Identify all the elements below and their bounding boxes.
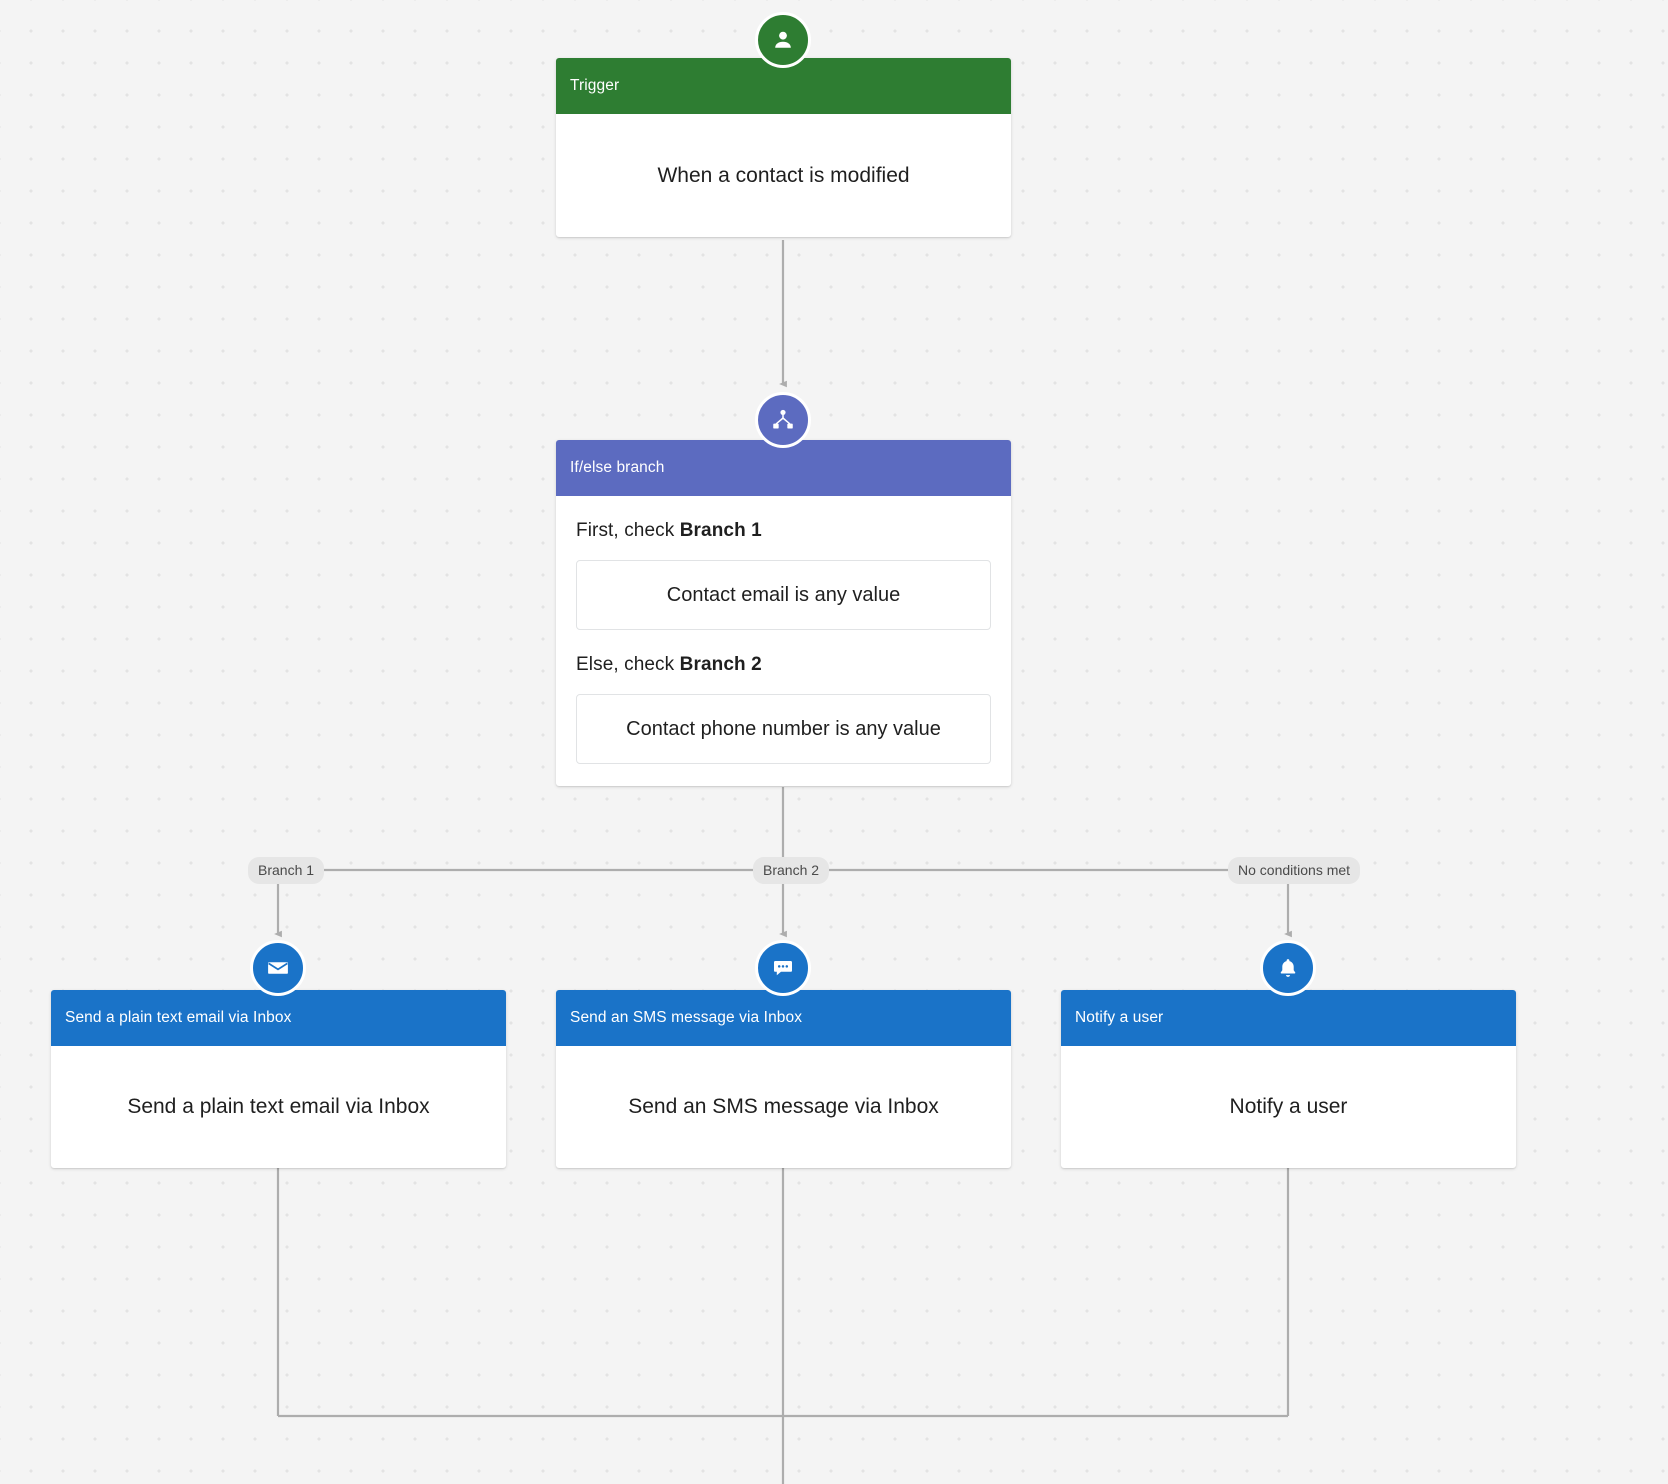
node-send-email-header: Send a plain text email via Inbox: [51, 990, 506, 1046]
branch-2-prompt: Else, check Branch 2: [576, 654, 991, 676]
node-send-email[interactable]: Send a plain text email via Inbox Send a…: [51, 990, 506, 1168]
branch-2-prefix: Else, check: [576, 654, 675, 675]
branch-2-name: Branch 2: [679, 654, 762, 675]
node-notify-user-body: Notify a user: [1229, 1095, 1348, 1118]
bell-icon: [1260, 940, 1316, 996]
node-ifelse-body: First, check Branch 1 Contact email is a…: [556, 496, 1011, 786]
node-trigger[interactable]: Trigger When a contact is modified: [556, 58, 1011, 237]
node-notify-user-header: Notify a user: [1061, 990, 1516, 1046]
envelope-icon: [250, 940, 306, 996]
node-ifelse-header: If/else branch: [556, 440, 1011, 496]
node-notify-user[interactable]: Notify a user Notify a user: [1061, 990, 1516, 1168]
branch-1-name: Branch 1: [679, 520, 762, 541]
node-send-sms-header: Send an SMS message via Inbox: [556, 990, 1011, 1046]
branch-1-prefix: First, check: [576, 520, 675, 541]
node-send-sms[interactable]: Send an SMS message via Inbox Send an SM…: [556, 990, 1011, 1168]
node-send-email-body: Send a plain text email via Inbox: [127, 1095, 430, 1118]
edge-label-branch-1: Branch 1: [248, 857, 325, 884]
node-send-sms-body: Send an SMS message via Inbox: [628, 1095, 939, 1118]
edge-label-branch-2: Branch 2: [753, 857, 830, 884]
person-icon: [755, 12, 811, 68]
branch-1-prompt: First, check Branch 1: [576, 520, 991, 542]
branch-icon: [755, 392, 811, 448]
branch-1-condition[interactable]: Contact email is any value: [576, 560, 991, 630]
branch-2-condition[interactable]: Contact phone number is any value: [576, 694, 991, 764]
node-ifelse[interactable]: If/else branch First, check Branch 1 Con…: [556, 440, 1011, 786]
node-trigger-body: When a contact is modified: [657, 163, 910, 187]
chat-bubble-icon: [755, 940, 811, 996]
edge-label-no-conditions: No conditions met: [1228, 857, 1361, 884]
